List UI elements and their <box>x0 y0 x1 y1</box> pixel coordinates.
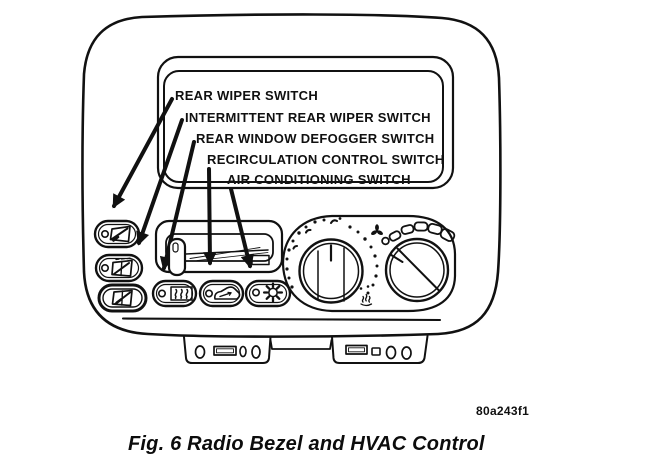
slider-slot <box>166 234 273 261</box>
indicator-dot <box>206 290 212 296</box>
fan-off-dot <box>382 238 389 245</box>
air-conditioning-switch-button <box>246 281 290 306</box>
mode-control-knob <box>285 217 379 306</box>
slider-lever <box>169 239 185 275</box>
face-step-line <box>123 319 440 321</box>
mounting-tab-right <box>332 336 428 363</box>
bezel-outline <box>83 14 501 336</box>
indicator-dot <box>102 231 108 237</box>
radio-opening-inner <box>164 71 443 182</box>
knob-grip-line <box>398 249 440 291</box>
intermittent-rear-wiper-switch-button <box>96 255 142 281</box>
mounting-tab-left <box>184 337 271 363</box>
rear-washer-switch-button <box>99 285 146 311</box>
air-conditioning-icon <box>264 284 282 302</box>
recirculation-control-switch-button <box>200 281 243 306</box>
fan-speed-bars <box>388 222 455 242</box>
callout-label-recirculation-control-switch: RECIRCULATION CONTROL SWITCH <box>207 152 445 167</box>
rear-window-defogger-switch-button <box>153 281 196 306</box>
callout-label-rear-wiper-switch: REAR WIPER SWITCH <box>175 88 319 103</box>
slider-bezel <box>156 221 282 272</box>
knob-pointer <box>391 255 403 263</box>
drawing-id: 80a243f1 <box>476 404 530 418</box>
fan-icon <box>371 224 383 236</box>
mode-detent-dots <box>285 218 379 295</box>
indicator-dot <box>159 290 165 296</box>
rear-wiper-switch-button <box>95 221 139 247</box>
defrost-icon <box>361 295 372 306</box>
intermittent-rear-wiper-icon <box>112 258 132 276</box>
callout-label-rear-window-defogger-switch: REAR WINDOW DEFOGGER SWITCH <box>196 131 435 146</box>
indicator-dot <box>253 289 259 295</box>
callout-arrow-air-conditioning <box>231 189 254 269</box>
slider-end-stop <box>252 256 269 265</box>
callout-label-intermittent-rear-wiper-switch: INTERMITTENT REAR WIPER SWITCH <box>185 110 431 125</box>
callout-label-air-conditioning-switch: AIR CONDITIONING SWITCH <box>227 172 411 187</box>
rear-wiper-icon <box>111 227 131 242</box>
slider-scribble <box>197 253 268 261</box>
callout-arrow-intermittent-rear-wiper <box>136 120 182 246</box>
mounting-tab-center-notch <box>271 340 332 349</box>
hvac-panel <box>283 216 455 311</box>
temperature-slider <box>156 221 282 275</box>
indicator-dot <box>102 265 108 271</box>
recirculation-icon <box>215 287 240 299</box>
blower-fan-knob <box>386 239 448 301</box>
callout-arrow-rear-wiper <box>114 99 172 209</box>
rear-window-defogger-icon <box>171 287 192 300</box>
mode-glyphs <box>294 217 342 248</box>
slider-scribble <box>190 248 260 259</box>
slider-lever-notch <box>173 243 178 252</box>
figure-caption: Fig. 6 Radio Bezel and HVAC Control <box>128 433 485 455</box>
rear-washer-icon <box>113 291 133 306</box>
callout-arrow-recirculation <box>203 169 217 266</box>
slider-track <box>186 250 268 254</box>
